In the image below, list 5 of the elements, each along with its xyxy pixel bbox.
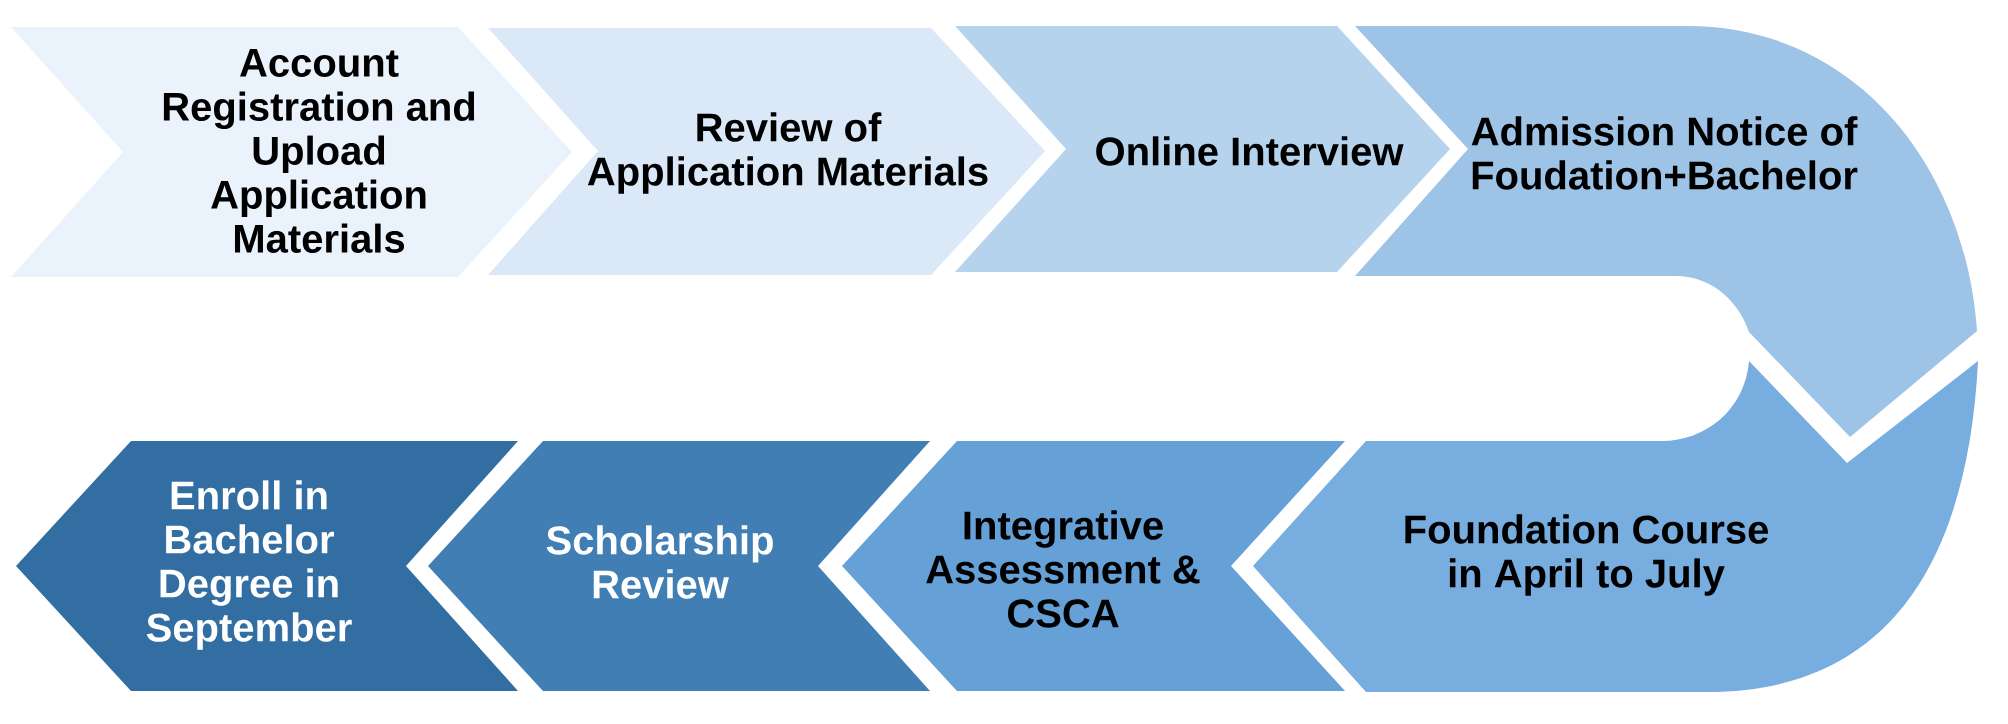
chevron-step: Enroll in Bachelor Degree in September (16, 441, 518, 691)
chevron-step: Review of Application Materials (488, 28, 1045, 275)
chevron-step: Account Registration and Upload Application Materials (11, 27, 572, 277)
chevron-step: Integrative Assessment & CSCA (842, 441, 1345, 691)
curved-chevron-step: Foundation Course in April to July (1253, 361, 1979, 692)
